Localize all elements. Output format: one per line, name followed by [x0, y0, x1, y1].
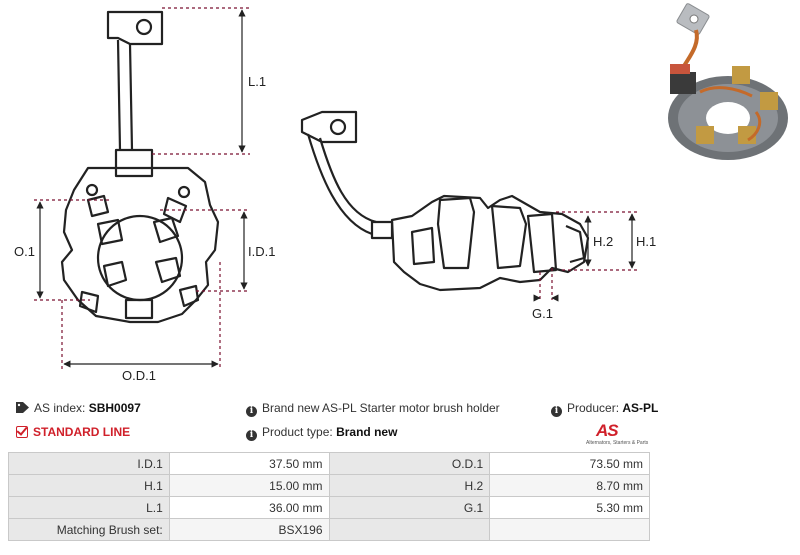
producer-value: AS-PL [622, 401, 659, 415]
table-row: Matching Brush set: BSX196 [8, 518, 650, 541]
table-row: I.D.1 37.50 mm O.D.1 73.50 mm [8, 452, 650, 475]
spec-label: L.1 [8, 496, 170, 519]
label-h2: H.2 [593, 234, 613, 249]
product-type-value: Brand new [336, 425, 398, 439]
as-pl-logo: AS Alternators, Starters & Parts [582, 421, 652, 447]
spec-label [328, 518, 491, 541]
spec-label: H.1 [8, 474, 170, 497]
side-body [390, 194, 590, 292]
technical-drawing: L.1 O.1 I.D.1 O.D.1 H.1 H.2 G.1 [14, 7, 656, 383]
product-type-label: Product type: [262, 425, 333, 439]
specs-table: I.D.1 37.50 mm O.D.1 73.50 mm H.1 15.00 … [8, 452, 650, 541]
standard-line: STANDARD LINE [16, 425, 130, 439]
terminal-tab [106, 10, 164, 46]
label-g1: G.1 [532, 306, 553, 321]
spec-label: O.D.1 [328, 452, 491, 475]
producer-label: Producer: [567, 401, 620, 415]
spec-value: 15.00 mm [168, 474, 330, 497]
spec-label: Matching Brush set: [8, 518, 170, 541]
checkbox-icon [16, 426, 28, 438]
description-text: Brand new AS-PL Starter motor brush hold… [262, 401, 500, 415]
spec-value: 73.50 mm [489, 452, 650, 475]
table-row: L.1 36.00 mm G.1 5.30 mm [8, 496, 650, 519]
spec-value: 37.50 mm [168, 452, 330, 475]
spec-label: I.D.1 [8, 452, 170, 475]
spec-value: 5.30 mm [489, 496, 650, 519]
spec-value [489, 518, 650, 541]
spec-value: 36.00 mm [168, 496, 330, 519]
label-h1: H.1 [636, 234, 656, 249]
label-o1: O.1 [14, 244, 35, 259]
label-od1: O.D.1 [122, 368, 156, 383]
spec-value: 8.70 mm [489, 474, 650, 497]
side-terminal-tab [300, 110, 358, 144]
product-photo [668, 3, 788, 160]
as-index-value: SBH0097 [88, 401, 141, 415]
producer: i Producer: AS-PL [551, 401, 658, 417]
product-type: i Product type: Brand new [246, 425, 397, 441]
spec-value: BSX196 [168, 518, 330, 541]
info-icon: i [551, 406, 562, 417]
as-index-label: AS index: [34, 401, 86, 415]
info-icon: i [246, 406, 257, 417]
spec-label: G.1 [328, 496, 491, 519]
table-row: H.1 15.00 mm H.2 8.70 mm [8, 474, 650, 497]
info-icon: i [246, 430, 257, 441]
logo-mark: AS [596, 421, 619, 440]
label-l1: L.1 [248, 74, 266, 89]
lead-wire [116, 39, 134, 151]
standard-line-text: STANDARD LINE [33, 425, 131, 439]
spec-label: H.2 [328, 474, 491, 497]
logo-tagline: Alternators, Starters & Parts [586, 440, 649, 446]
as-index: AS index: SBH0097 [16, 401, 141, 415]
label-id1: I.D.1 [248, 244, 275, 259]
tag-icon [16, 402, 29, 413]
description: i Brand new AS-PL Starter motor brush hol… [246, 401, 500, 417]
